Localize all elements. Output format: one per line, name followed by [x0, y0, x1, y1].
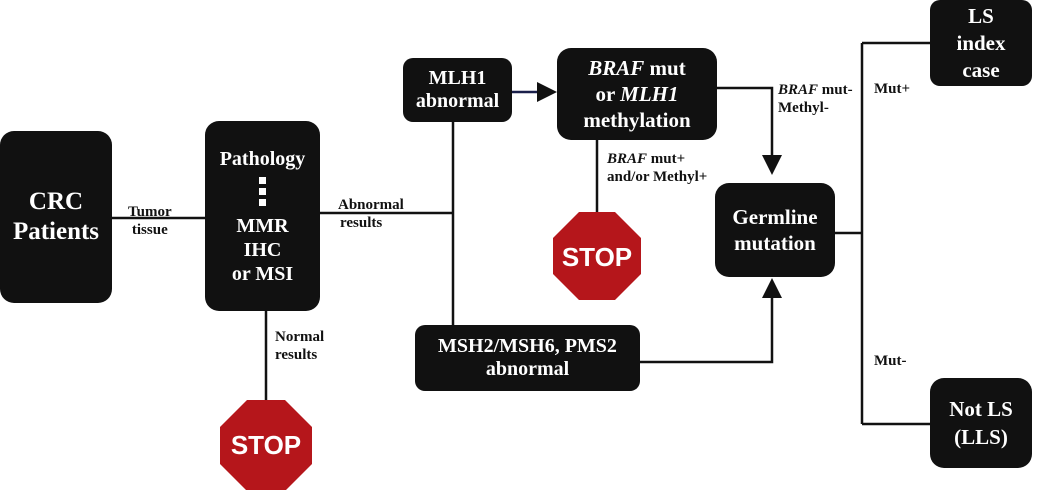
mlh1-gene: MLH1: [620, 82, 679, 106]
braf-methylation-box: BRAF mut or MLH1 methylation: [557, 48, 717, 140]
stop-sign-bottom: [220, 400, 312, 490]
braf-line1: BRAF mut: [588, 56, 686, 80]
germline-line2: mutation: [734, 231, 816, 255]
msh-line1: MSH2/MSH6, PMS2: [438, 335, 617, 357]
braf-gene: BRAF: [588, 56, 645, 80]
label-braf-mut-pos: BRAF mut+ and/or Methyl+: [607, 151, 708, 185]
not-ls-box: Not LS (LLS): [930, 378, 1032, 468]
connector-braf-germline-arrow: [717, 86, 782, 175]
braf-line2: or MLH1: [595, 82, 679, 106]
ls-line2: index: [956, 30, 1006, 55]
not-ls-line1: Not LS: [949, 397, 1013, 421]
germline-mutation-box: Germline mutation: [715, 183, 835, 277]
stop-text-mid: STOP: [561, 242, 633, 272]
label-abnormal-results: Abnormal results: [338, 197, 404, 231]
not-ls-line2: (LLS): [954, 425, 1008, 449]
pathology-box: Pathology MMR IHC or MSI: [205, 121, 320, 311]
stop-sign-mid: [553, 212, 641, 300]
stop-text-bottom: STOP: [230, 430, 302, 460]
braf-line3: methylation: [583, 108, 691, 132]
connector-msh-germline-arrow: [640, 278, 782, 364]
crc-patients-box: CRC Patients: [0, 131, 112, 303]
ls-line1: LS: [968, 3, 994, 28]
pathology-title: Pathology: [219, 147, 306, 170]
mlh1-line1: MLH1: [428, 67, 487, 89]
crc-line2: Patients: [12, 218, 100, 245]
mlh1-abnormal-box: MLH1 abnormal: [403, 58, 512, 122]
label-tumor-tissue: Tumor tissue: [128, 204, 172, 238]
label-braf-mut-neg: BRAF mut- Methyl-: [778, 82, 853, 116]
pathology-ihc: IHC: [243, 238, 282, 261]
label-normal-results: Normal results: [275, 329, 325, 363]
germline-line1: Germline: [732, 205, 818, 229]
label-mut-pos: Mut+: [874, 81, 911, 97]
label-mut-neg: Mut-: [874, 353, 907, 369]
ellipsis-dots: [259, 176, 266, 206]
crc-line1: CRC: [28, 188, 84, 215]
msh-pms2-abnormal-box: MSH2/MSH6, PMS2 abnormal: [415, 325, 640, 391]
msh-line2: abnormal: [485, 358, 570, 380]
ls-index-case-box: LS index case: [930, 0, 1032, 86]
pathology-mmr: MMR: [236, 214, 289, 237]
mlh1-line2: abnormal: [415, 90, 500, 112]
pathology-msi: or MSI: [231, 262, 294, 285]
ls-line3: case: [962, 57, 1000, 82]
